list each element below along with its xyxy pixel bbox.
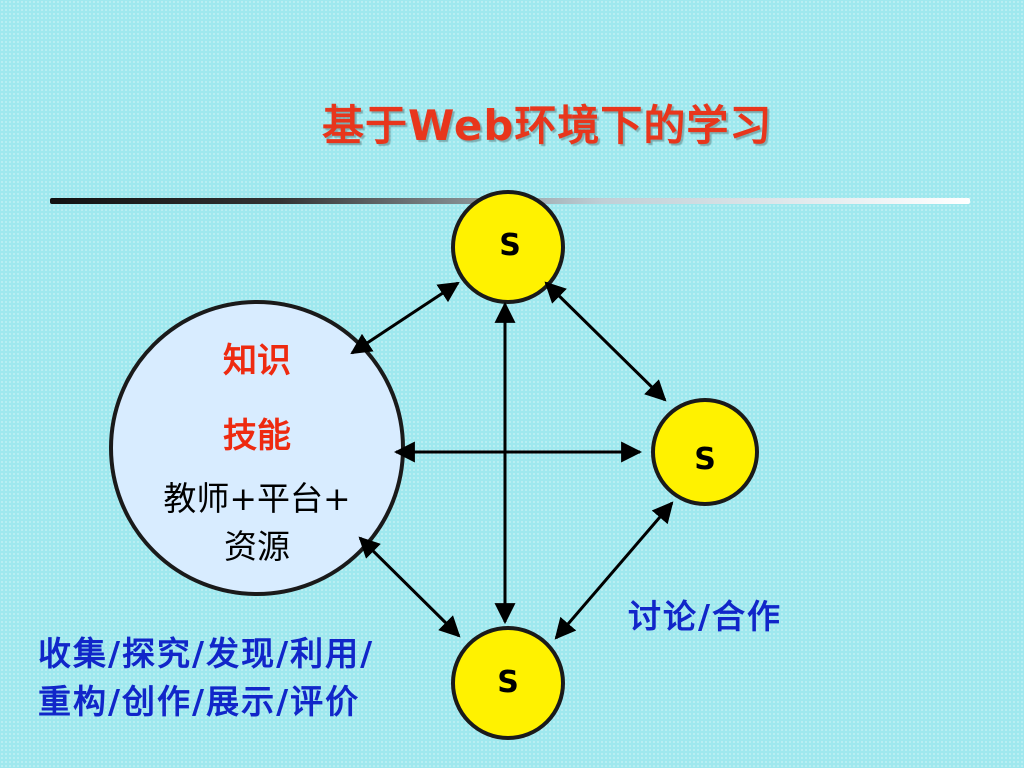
slide-title: 基于Web环境下的学习 — [322, 101, 773, 150]
activities-line1: 收集/探究/发现/利用/ — [38, 634, 375, 673]
arrow-top-right — [544, 281, 667, 402]
arrow-right-bottom — [554, 501, 674, 640]
activities-line2: 重构/创作/展示/评价 — [38, 682, 361, 721]
hub-resources-line1: 教师+平台+ — [163, 479, 351, 518]
discussion-label: 讨论/合作 — [628, 597, 783, 636]
hub-skills: 技能 — [223, 416, 291, 456]
node-right-circle — [651, 398, 759, 506]
node-bottom-circle — [451, 626, 565, 740]
hub-resources-line2: 资源 — [224, 527, 290, 566]
node-bottom-label: S — [497, 665, 519, 700]
node-top-label: S — [499, 228, 521, 263]
hub-knowledge: 知识 — [223, 341, 291, 381]
arrow-hub-bottom — [358, 536, 461, 638]
node-right-label: S — [694, 442, 716, 477]
arrow-hub-top — [350, 281, 460, 355]
